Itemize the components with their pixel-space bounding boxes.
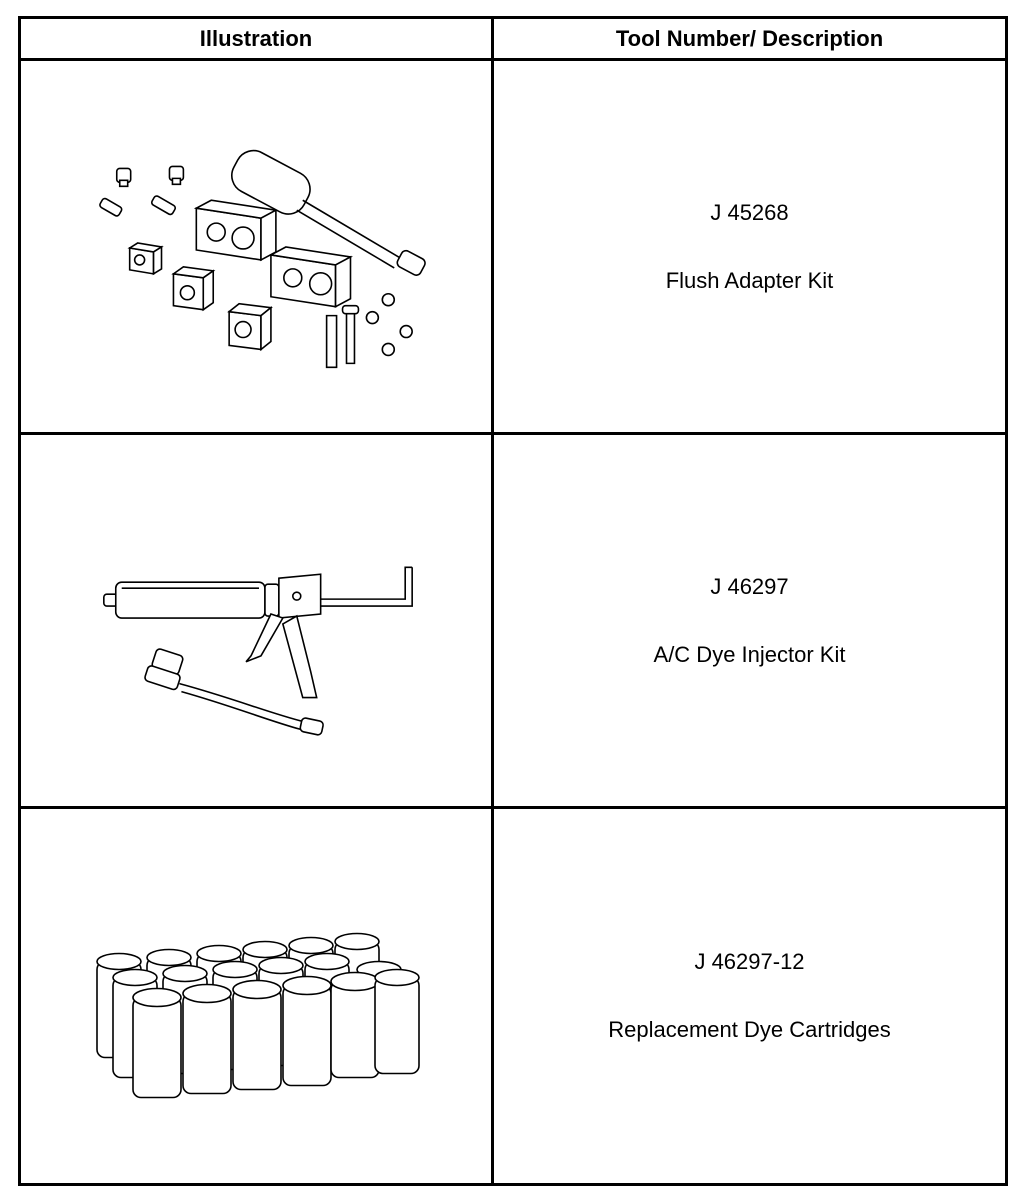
row-1-description: J 45268 Flush Adapter Kit [494, 61, 1005, 435]
tool-description: Flush Adapter Kit [665, 267, 834, 293]
tool-number: J 46297 [710, 573, 789, 599]
tool-number: J 45268 [710, 199, 789, 225]
tool-table: Illustration Tool Number/ Description [18, 16, 1008, 1186]
header-description-label: Tool Number/ Description [615, 25, 884, 51]
row-3-description: J 46297-12 Replacement Dye Cartridges [494, 809, 1005, 1183]
header-illustration: Illustration [21, 19, 494, 61]
dye-cartridges-drawing [21, 809, 491, 1183]
tool-description: A/C Dye Injector Kit [653, 641, 846, 667]
tool-description: Replacement Dye Cartridges [608, 1017, 891, 1042]
row-2-description: J 46297 A/C Dye Injector Kit [494, 435, 1005, 809]
flush-adapter-kit-drawing [21, 61, 491, 432]
dye-injector-kit-drawing [21, 435, 491, 806]
dye-cartridges-illustration [21, 809, 494, 1183]
tool-number: J 46297-12 [694, 949, 805, 974]
header-description: Tool Number/ Description [494, 19, 1005, 61]
header-illustration-label: Illustration [199, 25, 313, 51]
flush-adapter-kit-illustration [21, 61, 494, 435]
dye-injector-kit-illustration [21, 435, 494, 809]
